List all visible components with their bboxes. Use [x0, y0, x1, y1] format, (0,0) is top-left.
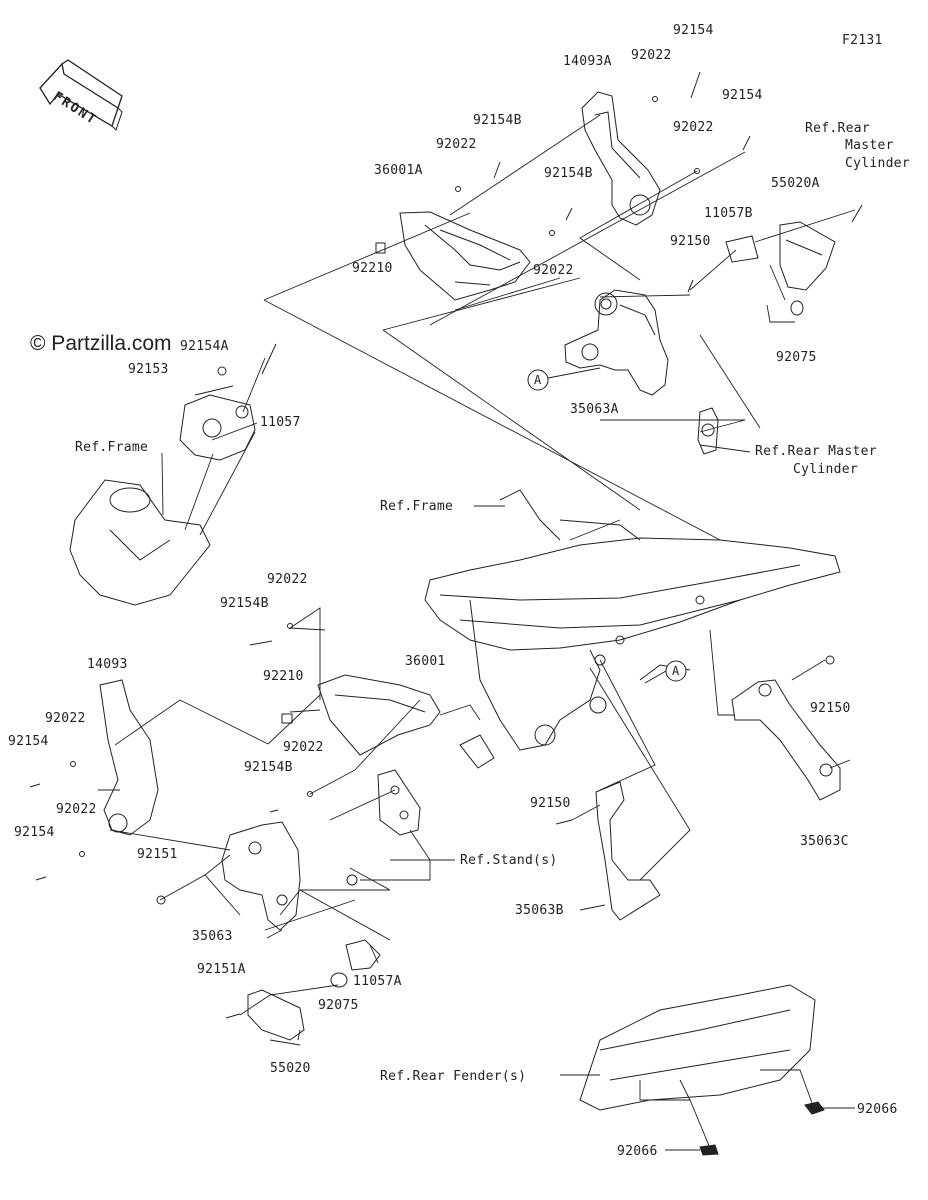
bracket-11057	[179, 394, 256, 461]
label-ref-stands: Ref.Stand(s)	[460, 853, 558, 868]
circle-ref-a-upper: A	[534, 373, 542, 387]
label-92154: 92154	[673, 23, 714, 38]
main-frame-ref	[424, 489, 841, 751]
bracket-36001	[317, 674, 441, 756]
label-92022: 92022	[283, 740, 324, 755]
label-ref-rear-fenders: Ref.Rear Fender(s)	[380, 1069, 527, 1084]
label-11057B: 11057B	[704, 206, 753, 221]
front-arrow-icon	[39, 59, 123, 131]
label-92210: 92210	[352, 261, 393, 276]
label-ref-frame: Ref.Frame	[380, 499, 454, 514]
label-92066: 92066	[857, 1102, 898, 1117]
label-35063B: 35063B	[515, 903, 564, 918]
stand-plate-ref-2	[459, 734, 495, 769]
label-92022: 92022	[436, 137, 477, 152]
label-92022: 92022	[45, 711, 86, 726]
label-ref-rear-master-line3: Cylinder	[845, 156, 911, 171]
label-92150: 92150	[810, 701, 851, 716]
collar-92075-upper	[790, 300, 804, 316]
bracket-35063B	[595, 781, 661, 921]
bracket-35063	[221, 821, 301, 931]
collar-92075-lower	[330, 972, 348, 988]
leader-lines	[98, 114, 856, 1151]
label-92022: 92022	[631, 48, 672, 63]
label-ref-rear-master-b-line2: Cylinder	[793, 462, 859, 477]
ref-marker-a-upper	[527, 367, 601, 391]
label-92154A: 92154A	[180, 339, 229, 354]
label-92075: 92075	[776, 350, 817, 365]
label-92066: 92066	[617, 1144, 658, 1159]
label-ref-rear-master-line1: Ref.Rear	[805, 121, 871, 136]
cover-55020	[247, 989, 305, 1041]
label-92150: 92150	[530, 796, 571, 811]
clip-92066-right	[804, 1101, 825, 1115]
label-ref-rear-master-line2: Master	[845, 138, 894, 153]
label-92150: 92150	[670, 234, 711, 249]
rear-fender-ref	[579, 984, 816, 1111]
circle-ref-a-lower: A	[672, 664, 680, 678]
copyright-text: © Partzilla.com	[30, 332, 172, 355]
label-ref-rear-master-b-line1: Ref.Rear Master	[755, 444, 877, 459]
label-11057A: 11057A	[353, 974, 402, 989]
label-36001A: 36001A	[374, 163, 423, 178]
label-92154B: 92154B	[473, 113, 522, 128]
frame-head-ref	[69, 479, 211, 606]
bolts-lower	[29, 623, 835, 1019]
label-92154: 92154	[722, 88, 763, 103]
label-92210: 92210	[263, 669, 304, 684]
label-92075: 92075	[318, 998, 359, 1013]
label-92154B: 92154B	[544, 166, 593, 181]
label-35063C: 35063C	[800, 834, 849, 849]
label-11057: 11057	[260, 415, 301, 430]
bracket-36001A	[399, 211, 531, 301]
label-92022: 92022	[56, 802, 97, 817]
clip-92066-lower	[699, 1144, 719, 1156]
master-cylinder-ref-upper	[697, 407, 719, 455]
bolts-upper	[217, 71, 863, 376]
label-92154B: 92154B	[244, 760, 293, 775]
figure-code: F2131	[842, 33, 883, 48]
label-92154B: 92154B	[220, 596, 269, 611]
label-35063: 35063	[192, 929, 233, 944]
label-92154: 92154	[8, 734, 49, 749]
ref-marker-a-lower	[644, 660, 687, 684]
label-ref-frame: Ref.Frame	[75, 440, 149, 455]
bracket-14093A	[581, 91, 661, 226]
label-92153: 92153	[128, 362, 169, 377]
cover-55020A	[779, 221, 836, 291]
label-55020A: 55020A	[771, 176, 820, 191]
label-92151: 92151	[137, 847, 178, 862]
label-14093A: 14093A	[563, 54, 612, 69]
label-55020: 55020	[270, 1061, 311, 1076]
plate-11057B	[725, 235, 759, 263]
label-92022: 92022	[267, 572, 308, 587]
label-14093: 14093	[87, 657, 128, 672]
label-36001: 36001	[405, 654, 446, 669]
bracket-14093	[99, 679, 159, 836]
bracket-35063A	[564, 289, 669, 396]
label-92022: 92022	[533, 263, 574, 278]
bracket-35063C	[731, 679, 841, 801]
label-92151A: 92151A	[197, 962, 246, 977]
stand-plate-ref	[377, 769, 421, 836]
label-92154: 92154	[14, 825, 55, 840]
label-35063A: 35063A	[570, 402, 619, 417]
label-92022: 92022	[673, 120, 714, 135]
